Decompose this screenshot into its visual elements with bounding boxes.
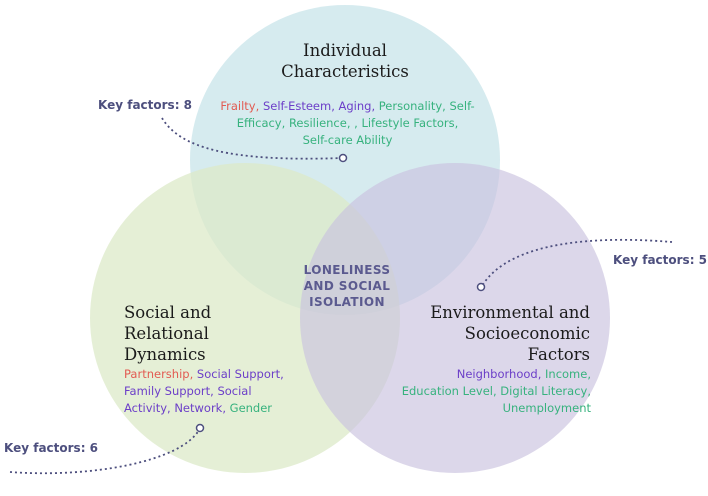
factor-social-support: Social Support, [196,367,284,381]
factor-social-activity-a: Social [217,384,252,398]
connector-individual [161,117,343,160]
center-label-line2: AND SOCIAL [303,279,391,293]
environment-title: Environmental and Socioeconomic Factors [400,302,590,365]
factor-unemployment: Unemployment [502,401,591,415]
key-factors-individual: Key factors: 8 [98,98,193,112]
environment-factors: Neighborhood, Income, Education Level, D… [392,366,591,417]
factor-digital-literacy: Digital Literacy, [500,384,591,398]
social-title-line3: Dynamics [124,345,206,364]
factor-education-level: Education Level, [401,384,497,398]
factor-social-activity-b: Activity, [124,401,171,415]
connector-individual-endpoint [338,153,348,163]
factor-gender: Gender [229,401,273,415]
connector-social-endpoint [195,423,205,433]
factor-resilience: Resilience, , [288,116,358,130]
social-factors: Partnership, Social Support, Family Supp… [124,366,304,417]
center-label-line1: LONELINESS [303,263,391,277]
social-title-line2: Relational [124,324,209,343]
key-factors-environment: Key factors: 5 [613,253,708,267]
environment-title-line3: Factors [527,345,590,364]
connector-environment-endpoint [476,282,486,292]
environment-title-line2: Socioeconomic [464,324,590,343]
circle-environmental-socioeconomic [300,163,610,473]
factor-family-support: Family Support, [124,384,214,398]
key-factors-social: Key factors: 6 [4,441,99,455]
factor-self-efficacy-a: Self- [449,99,475,113]
factor-income: Income, [545,367,591,381]
center-label: LONELINESS AND SOCIAL ISOLATION [288,262,406,310]
factor-self-esteem: Self-Esteem, [262,99,335,113]
factor-personality: Personality, [378,99,446,113]
center-label-line3: ISOLATION [309,295,385,309]
factor-network: Network, [174,401,226,415]
factor-partnership: Partnership, [124,367,194,381]
social-title-line1: Social and [124,303,212,322]
factor-self-care: Self-care Ability [302,133,393,147]
individual-factors: Frailty, Self-Esteem, Aging, Personality… [205,98,490,149]
individual-title: Individual Characteristics [240,40,450,82]
factor-neighborhood: Neighborhood, [456,367,542,381]
factor-frailty: Frailty, [220,99,260,113]
individual-title-line2: Characteristics [281,62,409,81]
factor-lifestyle: Lifestyle Factors, [361,116,459,130]
individual-title-line1: Individual [303,41,387,60]
connector-environment [481,238,673,287]
factor-self-efficacy-b: Efficacy, [236,116,286,130]
factor-aging: Aging, [338,99,376,113]
environment-title-line1: Environmental and [430,303,590,322]
social-title: Social and Relational Dynamics [124,302,294,365]
